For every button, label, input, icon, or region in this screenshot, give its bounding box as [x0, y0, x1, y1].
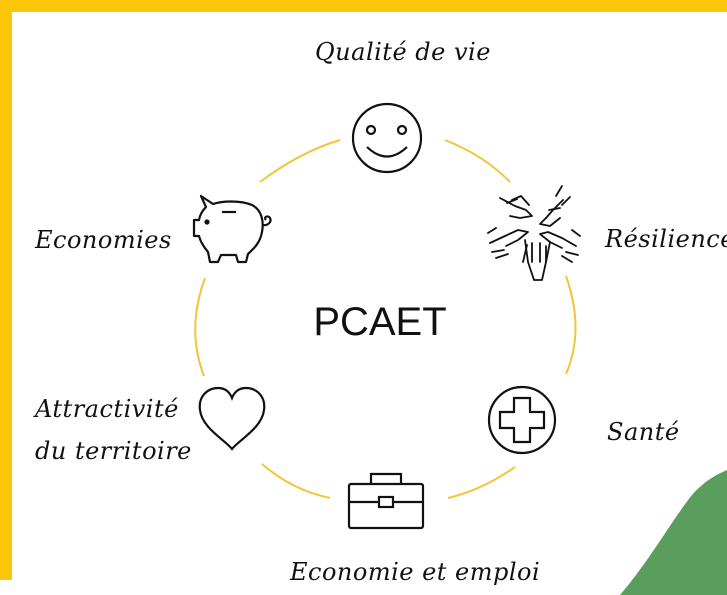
medical-cross-icon [487, 385, 557, 455]
label-sante: Santé [607, 418, 680, 446]
piggy-bank-icon [192, 194, 272, 264]
ring-arc-6 [194, 277, 206, 377]
ring-arc-4 [447, 466, 516, 499]
label-attractivite-line-2: du territoire [35, 437, 192, 465]
label-qualite-de-vie: Qualité de vie [315, 38, 491, 66]
center-title: PCAET [313, 300, 447, 344]
ring-arc-3 [565, 275, 577, 375]
briefcase-icon [347, 472, 425, 530]
frame-left-border [0, 0, 12, 580]
hands-icon [487, 185, 581, 281]
ring-arc-2 [444, 139, 511, 183]
heart-icon [198, 386, 266, 451]
ring-arc-1 [259, 139, 341, 183]
label-economies: Economies [35, 226, 172, 254]
label-resilience: Résilience [605, 225, 727, 253]
label-economie-et-emploi: Economie et emploi [290, 558, 541, 586]
smiley-icon [351, 102, 423, 174]
ring [194, 139, 577, 499]
label-attractivite: Attractivité du territoire [35, 388, 192, 472]
label-attractivite-line-1: Attractivité [35, 395, 179, 423]
frame-top-border [0, 0, 727, 12]
leaf-decoration [620, 470, 727, 595]
ring-arc-5 [261, 463, 331, 499]
